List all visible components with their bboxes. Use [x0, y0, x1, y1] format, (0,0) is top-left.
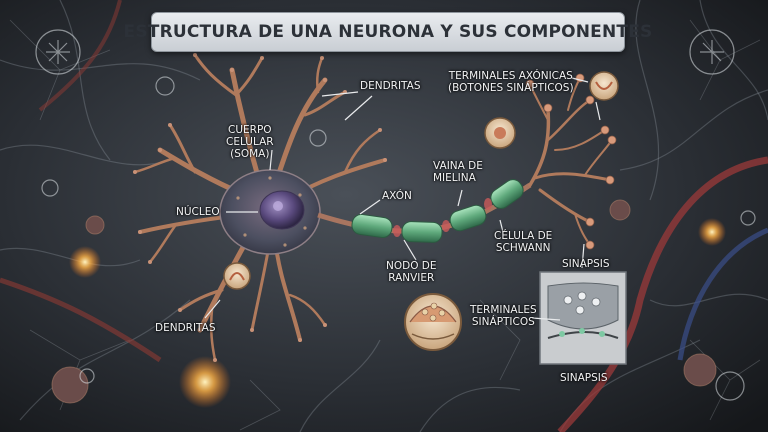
label-axon: AXÓN: [382, 190, 412, 202]
label-sinapsis-bottom: SINAPSIS: [560, 372, 608, 384]
label-nodo-ranvier: NODO DE RANVIER: [386, 260, 437, 284]
label-terminales-sinapticos: TERMINALES SINÁPTICOS: [470, 304, 537, 328]
label-dendritas-top: DENDRITAS: [360, 80, 421, 92]
label-cuerpo-celular: CUERPO CELULAR (SOMA): [226, 124, 274, 160]
label-dendritas-bottom: DENDRITAS: [155, 322, 216, 334]
label-celula-schwann: CÉLULA DE SCHWANN: [494, 230, 553, 254]
label-sinapsis-top: SINAPSIS: [562, 258, 610, 270]
label-vaina-mielina: VAINA DE MIELINA: [433, 160, 483, 184]
page-title: ESTRUCTURA DE UNA NEURONA Y SUS COMPONEN…: [123, 22, 653, 42]
label-nucleo: NÚCLEO: [176, 206, 220, 218]
label-terminales-axonicas: TERMINALES AXÓNICAS (BOTONES SINÁPTICOS): [448, 70, 574, 94]
title-banner: ESTRUCTURA DE UNA NEURONA Y SUS COMPONEN…: [124, 12, 652, 52]
